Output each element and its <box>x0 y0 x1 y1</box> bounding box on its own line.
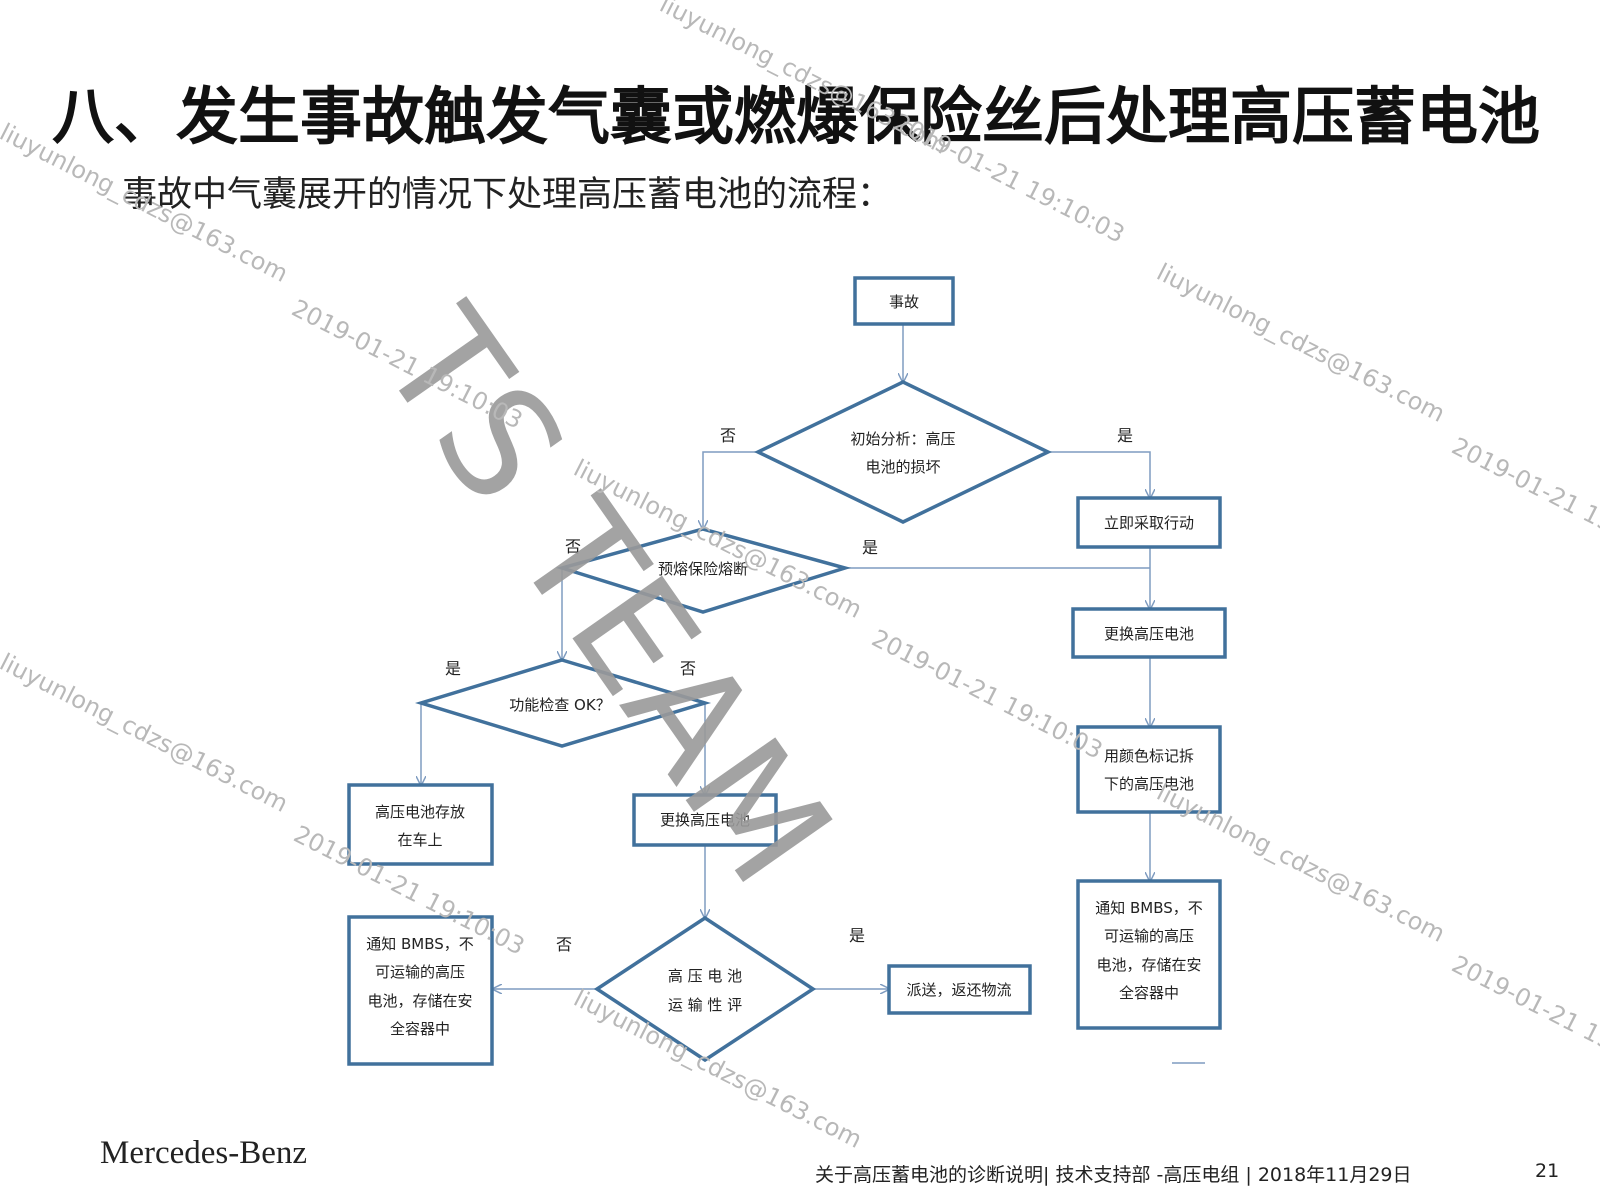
page-number: 21 <box>1535 1160 1560 1182</box>
edge-label-fuse-yes: 是 <box>862 538 878 557</box>
edge-label-analysis-yes: 是 <box>1117 426 1133 445</box>
edge-analysis-yes <box>1048 451 1150 498</box>
node-fuse-blown <box>555 527 852 614</box>
edge-analysis-no <box>703 451 758 529</box>
edge-label-transport-no: 否 <box>556 935 572 954</box>
node-dispatch <box>887 964 1032 1015</box>
label-notify-left-1: 通知 BMBS，不 <box>366 935 474 953</box>
label-transport-eval-1: 高 压 电 池 <box>668 967 742 985</box>
slide-title: 八、发生事故触发气囊或燃爆保险丝后处理高压蓄电池 <box>52 80 1541 153</box>
label-transport-eval-2: 运 输 性 评 <box>668 996 742 1014</box>
label-notify-right-1: 通知 BMBS，不 <box>1095 899 1203 917</box>
edge-label-fuse-no: 否 <box>565 537 581 556</box>
connectors <box>421 324 1205 1064</box>
node-store-in-vehicle <box>347 783 494 866</box>
label-function-check: 功能检查 OK？ <box>509 696 610 714</box>
label-accident: 事故 <box>889 293 919 311</box>
node-mark-removed <box>1076 725 1222 814</box>
label-store-in-vehicle-2: 在车上 <box>397 831 442 849</box>
node-notify-right <box>1076 879 1222 1030</box>
node-replace-battery-right <box>1071 607 1227 659</box>
label-notify-right-3: 电池，存储在安 <box>1096 956 1201 974</box>
label-notify-left-3: 电池，存储在安 <box>367 992 472 1010</box>
slide-subtitle: 事故中气囊展开的情况下处理高压蓄电池的流程： <box>122 175 893 215</box>
edge-label-check-no: 否 <box>680 659 696 678</box>
label-replace-battery-right: 更换高压电池 <box>1104 625 1194 643</box>
label-mark-removed-2: 下的高压电池 <box>1104 775 1194 793</box>
node-initial-analysis <box>753 380 1053 524</box>
edge-label-transport-yes: 是 <box>849 926 865 945</box>
node-notify-left <box>347 915 494 1066</box>
label-initial-analysis-1: 初始分析：高压 <box>850 430 955 448</box>
label-fuse-blown: 预熔保险熔断 <box>658 560 748 578</box>
node-immediate-action <box>1076 496 1222 549</box>
node-transport-eval <box>593 915 817 1063</box>
label-notify-left-4: 全容器中 <box>390 1020 450 1038</box>
label-notify-right-4: 全容器中 <box>1119 984 1179 1002</box>
footer-text: 关于高压蓄电池的诊断说明| 技术支持部 -高压电组 | 2018年11月29日 <box>815 1164 1412 1186</box>
node-accident <box>853 276 955 326</box>
label-dispatch: 派送，返还物流 <box>906 981 1011 999</box>
label-notify-left-2: 可运输的高压 <box>375 963 465 981</box>
brand-logo-text: Mercedes-Benz <box>100 1135 308 1171</box>
label-initial-analysis-2: 电池的损坏 <box>865 458 940 476</box>
label-replace-battery-mid: 更换高压电池 <box>660 811 750 829</box>
label-mark-removed-1: 用颜色标记拆 <box>1104 747 1194 765</box>
label-notify-right-2: 可运输的高压 <box>1104 927 1194 945</box>
node-function-check <box>415 658 712 748</box>
edge-label-analysis-no: 否 <box>720 426 736 445</box>
label-immediate-action: 立即采取行动 <box>1104 514 1194 532</box>
node-replace-battery-mid <box>632 793 778 847</box>
edge-label-check-yes: 是 <box>445 659 461 678</box>
label-store-in-vehicle-1: 高压电池存放 <box>375 803 465 821</box>
